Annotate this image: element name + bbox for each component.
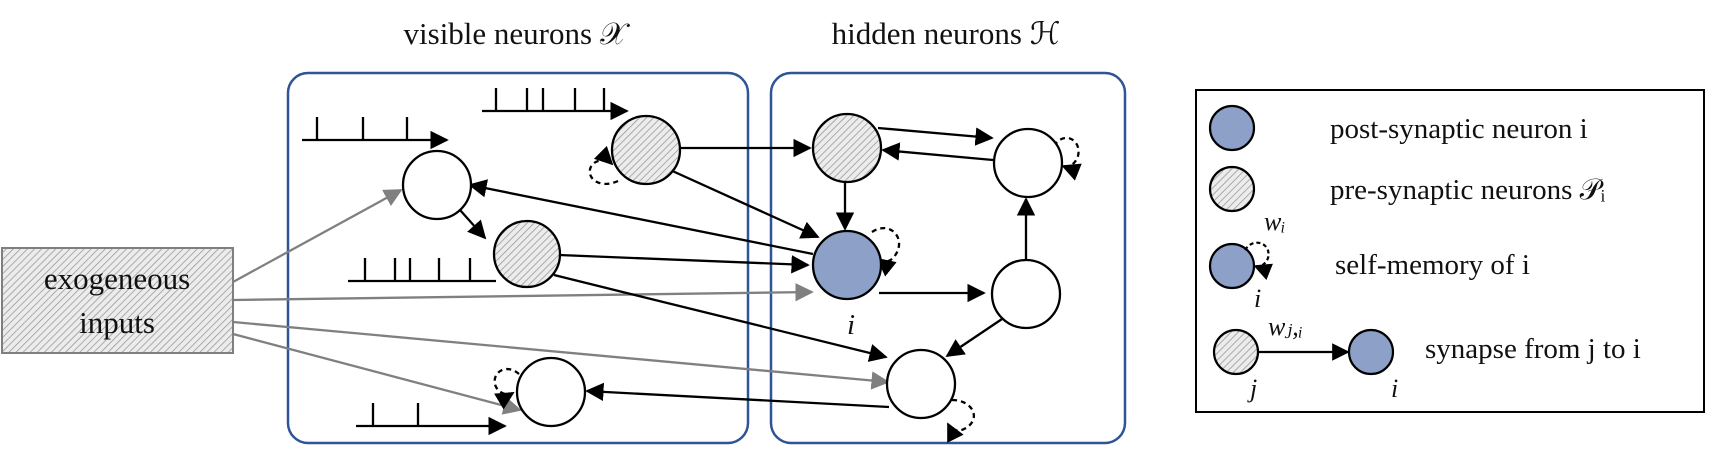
- synapse-v3-to-h5: [553, 273, 888, 362]
- synapse-neuron-i-to-v1: [468, 179, 814, 256]
- synapse-v1-to-v3: [459, 209, 487, 240]
- synapse-arrows: [459, 126, 1036, 409]
- exogeneous-inputs-box: [1, 247, 234, 354]
- legend-synapse-source-icon: [1212, 328, 1260, 376]
- hidden-neuron-h1-presynaptic: [811, 112, 883, 184]
- legend-synapse-j: j: [1247, 374, 1257, 403]
- spike-train-3: [348, 258, 496, 283]
- legend-box: [1195, 89, 1705, 413]
- spike-train-4: [356, 403, 507, 436]
- spike-train-1: [302, 117, 449, 150]
- visible-neuron-v3-presynaptic: [492, 219, 562, 289]
- legend-w-i: wᵢ: [1264, 207, 1285, 236]
- spike-trains: [302, 88, 629, 436]
- spike-train-2: [482, 88, 629, 121]
- legend: post-synaptic neuron i pre-synaptic neur…: [1195, 89, 1705, 413]
- input-arrow-to-v1: [232, 188, 403, 284]
- synapse-h4-to-h5: [945, 316, 1006, 358]
- legend-self-memory-label: self-memory of i: [1335, 249, 1530, 281]
- hidden-neuron-h5: [885, 348, 957, 420]
- self-loop-h2: [1053, 136, 1082, 181]
- visible-neurons-box: [286, 71, 750, 445]
- synapse-v2-to-neuron-i: [667, 167, 820, 239]
- legend-post-synaptic-label: post-synaptic neuron i: [1330, 113, 1588, 145]
- hidden-neurons-box: [769, 71, 1127, 445]
- neuron-i-label: i: [847, 309, 855, 341]
- synapse-v3-to-neuron-i: [558, 253, 810, 274]
- exogeneous-inputs-label-line2: inputs: [79, 305, 155, 340]
- hidden-neuron-h4: [990, 258, 1062, 330]
- visible-neurons-title: visible neurons 𝒳: [404, 16, 631, 51]
- visible-neuron-v1: [401, 149, 473, 221]
- synapse-h2-to-h1: [881, 142, 994, 162]
- synapse-h5-to-v4: [585, 382, 890, 409]
- legend-self-memory-icon: [1208, 242, 1256, 290]
- self-loop-h5: [946, 398, 976, 443]
- legend-synapse-i: i: [1391, 374, 1398, 403]
- exogeneous-inputs-label-line1: exogeneous: [44, 261, 190, 296]
- self-loop-v2: [588, 145, 619, 185]
- input-arrow-to-h5: [232, 320, 890, 390]
- neurons: [401, 112, 1064, 428]
- legend-synapse-label: synapse from j to i: [1425, 333, 1641, 365]
- synapse-h1-to-h2: [877, 126, 994, 146]
- visible-neuron-v2-presynaptic: [610, 114, 682, 186]
- legend-pre-synaptic-icon: [1208, 165, 1256, 213]
- self-loop-v4: [493, 367, 520, 410]
- self-loop-neuron-i: [871, 226, 901, 277]
- post-synaptic-neuron-i: [811, 229, 883, 301]
- legend-w-ji: wⱼ,ᵢ: [1268, 312, 1303, 341]
- visible-neuron-v4: [515, 356, 587, 428]
- legend-self-i: i: [1254, 284, 1261, 313]
- legend-self-memory-loop: [1244, 241, 1273, 281]
- legend-synapse-target-icon: [1347, 328, 1395, 376]
- input-arrows: [232, 188, 890, 415]
- legend-pre-synaptic-label: pre-synaptic neurons 𝒫ᵢ: [1330, 174, 1606, 206]
- hidden-neurons-title: hidden neurons ℋ: [832, 16, 1061, 51]
- hidden-neuron-h2: [992, 127, 1064, 199]
- legend-post-synaptic-icon: [1208, 104, 1256, 152]
- input-arrow-to-v4: [232, 332, 522, 415]
- self-memory-loops: [493, 136, 1082, 443]
- input-arrow-to-neuron-i: [232, 283, 814, 302]
